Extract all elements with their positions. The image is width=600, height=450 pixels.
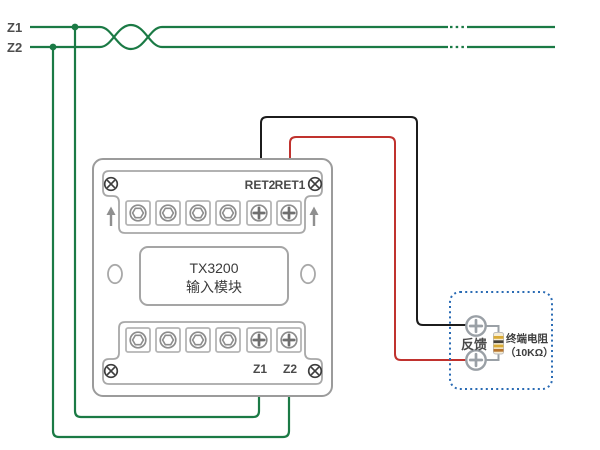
z2-terminal-label: Z2 <box>283 362 297 376</box>
corner-screw-top-left-icon <box>103 176 119 192</box>
ret2-wire-black <box>260 116 466 326</box>
z2-bus-line <box>30 23 448 49</box>
corner-screw-top-right-icon <box>307 176 323 192</box>
bottom-terminal-2-hex <box>155 327 181 353</box>
bottom-terminal-4-hex <box>215 327 241 353</box>
z1-terminal-label: Z1 <box>253 362 267 376</box>
top-terminal-1-hex <box>125 200 151 226</box>
module-model-text: TX3200 <box>189 260 238 276</box>
corner-screw-bottom-right-icon <box>307 363 323 379</box>
z2-branch-wire <box>51 47 291 439</box>
ret1-wire-red <box>289 136 466 361</box>
terminal-z2-screw <box>275 326 303 354</box>
bottom-terminal-3-hex <box>185 327 211 353</box>
module-nameplate <box>139 246 289 306</box>
feedback-device: 反馈 终端电阻 （10KΩ） <box>449 291 554 390</box>
input-module: RET2 RET1 Z1 Z2 TX3200 输入模块 <box>92 158 333 397</box>
terminal-resistor <box>493 332 504 355</box>
mounting-hole-right <box>300 263 316 285</box>
module-name-text: 输入模块 <box>186 279 242 295</box>
bottom-terminal-1-hex <box>125 327 151 353</box>
resistor-connection-wire <box>486 325 500 361</box>
feedback-terminal-top-screw <box>464 314 488 338</box>
z2-bus-label: Z2 <box>7 40 22 55</box>
top-terminal-3-hex <box>185 200 211 226</box>
ret2-terminal-label: RET2 <box>245 178 276 192</box>
feedback-dashed-boundary <box>449 291 553 390</box>
ret1-terminal-label: RET1 <box>275 178 306 192</box>
wires <box>51 27 466 439</box>
terminal-ret2-screw <box>245 199 273 227</box>
resistor-name-label: 终端电阻 <box>506 332 548 345</box>
top-terminal-2-hex <box>155 200 181 226</box>
mounting-hole-left <box>107 263 123 285</box>
terminal-z1-screw <box>245 326 273 354</box>
resistor-value-label: （10KΩ） <box>505 346 554 359</box>
top-terminal-4-hex <box>215 200 241 226</box>
z1-bus-line <box>30 25 448 51</box>
feedback-label: 反馈 <box>461 337 487 352</box>
bus-lines <box>30 23 555 51</box>
feedback-terminal-bottom-screw <box>464 348 488 372</box>
corner-screw-bottom-left-icon <box>103 363 119 379</box>
z1-branch-wire <box>73 27 261 419</box>
terminal-ret1-screw <box>275 199 303 227</box>
z1-bus-label: Z1 <box>7 20 22 35</box>
